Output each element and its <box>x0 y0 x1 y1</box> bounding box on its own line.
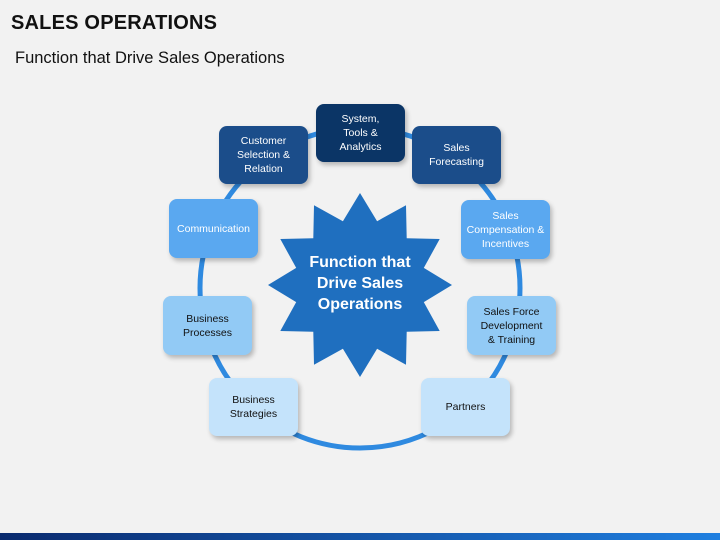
slide-subtitle: Function that Drive Sales Operations <box>15 49 285 67</box>
node-partners: Partners <box>421 378 510 436</box>
slide-title: SALES OPERATIONS <box>11 12 218 34</box>
node-sales-compensation-incentives: Sales Compensation & Incentives <box>461 200 550 259</box>
node-sales-force-development-training: Sales Force Development & Training <box>467 296 556 355</box>
node-business-strategies: Business Strategies <box>209 378 298 436</box>
node-sales-forecasting: Sales Forecasting <box>412 126 501 184</box>
center-star-shape <box>268 193 452 377</box>
node-business-processes: Business Processes <box>163 296 252 355</box>
node-communication: Communication <box>169 199 258 258</box>
center-label: Function that Drive Sales Operations <box>309 254 411 313</box>
node-customer-selection-relation: Customer Selection & Relation <box>219 126 308 184</box>
node-system-tools-analytics: System, Tools & Analytics <box>316 104 405 162</box>
footer-accent-bar <box>0 533 720 540</box>
